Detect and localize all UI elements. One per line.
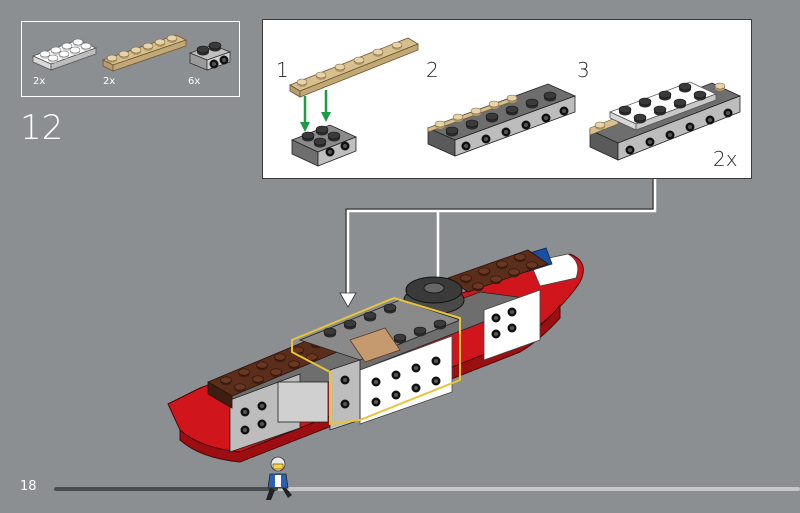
substep-number-2: 2 (426, 58, 439, 82)
connector-arrow-left (339, 292, 357, 308)
step-number: 12 (20, 108, 64, 148)
callout-multiplier: 2x (713, 147, 738, 171)
part-icon-tan-plate (101, 34, 188, 72)
substep-number-1: 1 (276, 58, 289, 82)
substep-number-3: 3 (577, 58, 590, 82)
part-qty-tan-plate: 2x (103, 76, 116, 87)
part-icon-gray-brick (188, 41, 232, 71)
part-qty-white-plate: 2x (33, 76, 46, 87)
page-number: 18 (20, 479, 37, 494)
progress-fill (54, 487, 278, 491)
boat-model (167, 247, 584, 463)
substep-1-illustration (289, 37, 419, 167)
progress-track (54, 487, 800, 491)
parts-list-box (21, 21, 240, 97)
part-qty-gray-brick: 6x (188, 76, 201, 87)
part-icon-white-plate (31, 38, 98, 71)
substep-2-illustration (426, 83, 577, 157)
substep-3-illustration (588, 81, 742, 161)
